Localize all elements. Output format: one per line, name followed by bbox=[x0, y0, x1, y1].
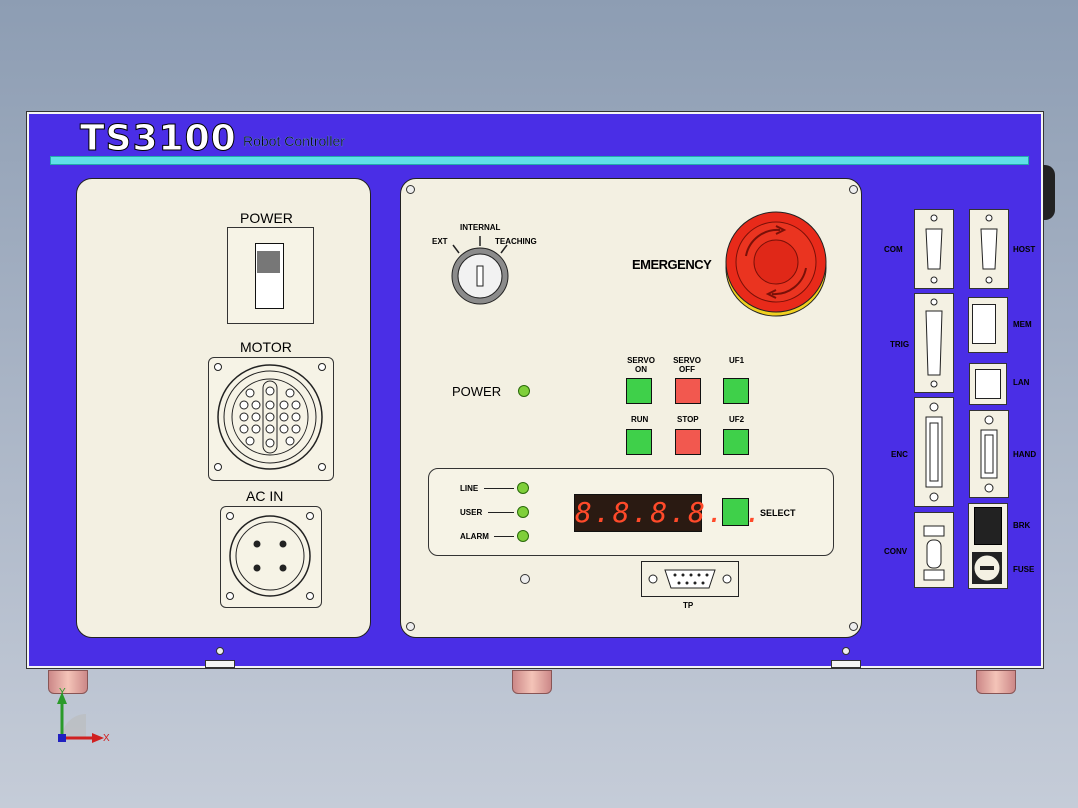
accent-bar bbox=[50, 156, 1029, 165]
uf2-label: UF2 bbox=[729, 415, 745, 424]
motor-connector-label: MOTOR bbox=[240, 339, 292, 355]
conv-connector-icon bbox=[923, 525, 945, 581]
db9-connector-icon bbox=[925, 214, 943, 284]
select-label: SELECT bbox=[760, 508, 796, 518]
mode-key-switch[interactable] bbox=[440, 228, 520, 308]
emergency-label: EMERGENCY bbox=[632, 257, 712, 272]
stop-label: STOP bbox=[677, 415, 699, 424]
power-switch-label: POWER bbox=[240, 210, 293, 226]
seven-segment-display: 8.8.8.8.8. bbox=[574, 494, 762, 532]
acin-connector-label: AC IN bbox=[246, 488, 284, 504]
emergency-stop-button[interactable] bbox=[722, 208, 830, 318]
x-axis-label: X bbox=[103, 733, 110, 744]
run-label: RUN bbox=[631, 415, 649, 424]
mode-teaching-label: TEACHING bbox=[495, 237, 537, 246]
brk-connector[interactable] bbox=[974, 507, 1002, 545]
panel-screw bbox=[849, 185, 858, 194]
stop-button[interactable] bbox=[675, 429, 701, 455]
host-port-label: HOST bbox=[1013, 245, 1036, 254]
chassis-screw bbox=[842, 647, 850, 655]
power-switch-rocker bbox=[257, 251, 280, 273]
user-led-leader bbox=[488, 512, 514, 513]
com-port-label: COM bbox=[884, 245, 903, 254]
alarm-led bbox=[517, 530, 529, 542]
power-led bbox=[518, 385, 530, 397]
servo-off-label: SERVO OFF bbox=[673, 356, 701, 374]
axis-triad-icon bbox=[57, 692, 104, 743]
line-led-leader bbox=[484, 488, 514, 489]
model-subtitle: Robot Controller bbox=[243, 133, 345, 149]
db25-connector-icon bbox=[925, 298, 943, 388]
memory-slot bbox=[972, 304, 996, 344]
half-pitch-connector-icon bbox=[925, 402, 943, 502]
chassis-screw bbox=[216, 647, 224, 655]
enc-port-label: ENC bbox=[891, 450, 908, 459]
rubber-foot bbox=[512, 670, 552, 694]
alarm-led-leader bbox=[494, 536, 514, 537]
model-title: TS3100 bbox=[80, 118, 237, 160]
rj45-socket bbox=[975, 369, 1001, 399]
mode-ext-label: EXT bbox=[432, 237, 448, 246]
panel-screw bbox=[406, 622, 415, 631]
panel-screw bbox=[849, 622, 858, 631]
alarm-led-label: ALARM bbox=[460, 532, 489, 541]
chassis-clip bbox=[831, 660, 861, 668]
uf1-button[interactable] bbox=[723, 378, 749, 404]
trig-port-label: TRIG bbox=[890, 340, 910, 349]
panel-screw bbox=[520, 574, 530, 584]
motor-connector-pins-icon bbox=[214, 363, 326, 471]
db9-connector-icon bbox=[980, 214, 998, 284]
line-led-label: LINE bbox=[460, 484, 479, 493]
line-led bbox=[517, 482, 529, 494]
mem-port-label: MEM bbox=[1013, 320, 1032, 329]
uf2-button[interactable] bbox=[723, 429, 749, 455]
servo-on-button[interactable] bbox=[626, 378, 652, 404]
acin-connector-pins-icon bbox=[226, 512, 314, 600]
tp-label: TP bbox=[683, 601, 694, 610]
brk-port-label: BRK bbox=[1013, 521, 1031, 530]
lan-port-label: LAN bbox=[1013, 378, 1030, 387]
half-pitch-connector-icon bbox=[980, 415, 998, 493]
mode-internal-label: INTERNAL bbox=[460, 223, 501, 232]
y-axis-label: Y bbox=[59, 687, 66, 698]
user-led-label: USER bbox=[460, 508, 483, 517]
fuse-holder[interactable] bbox=[968, 548, 1008, 588]
select-button[interactable] bbox=[722, 498, 749, 526]
servo-on-label: SERVO ON bbox=[627, 356, 655, 374]
conv-port-label: CONV bbox=[884, 547, 908, 556]
user-led bbox=[517, 506, 529, 518]
chassis-clip bbox=[205, 660, 235, 668]
rubber-foot bbox=[48, 670, 88, 694]
rubber-foot bbox=[976, 670, 1016, 694]
run-button[interactable] bbox=[626, 429, 652, 455]
com-port[interactable] bbox=[914, 209, 954, 289]
tp-connector[interactable] bbox=[641, 561, 739, 597]
hand-port-label: HAND bbox=[1013, 450, 1037, 459]
side-handle bbox=[1043, 165, 1055, 220]
servo-off-button[interactable] bbox=[675, 378, 701, 404]
power-led-label: POWER bbox=[452, 384, 502, 399]
uf1-label: UF1 bbox=[729, 356, 745, 365]
panel-screw bbox=[406, 185, 415, 194]
fuse-label: FUSE bbox=[1013, 565, 1035, 574]
